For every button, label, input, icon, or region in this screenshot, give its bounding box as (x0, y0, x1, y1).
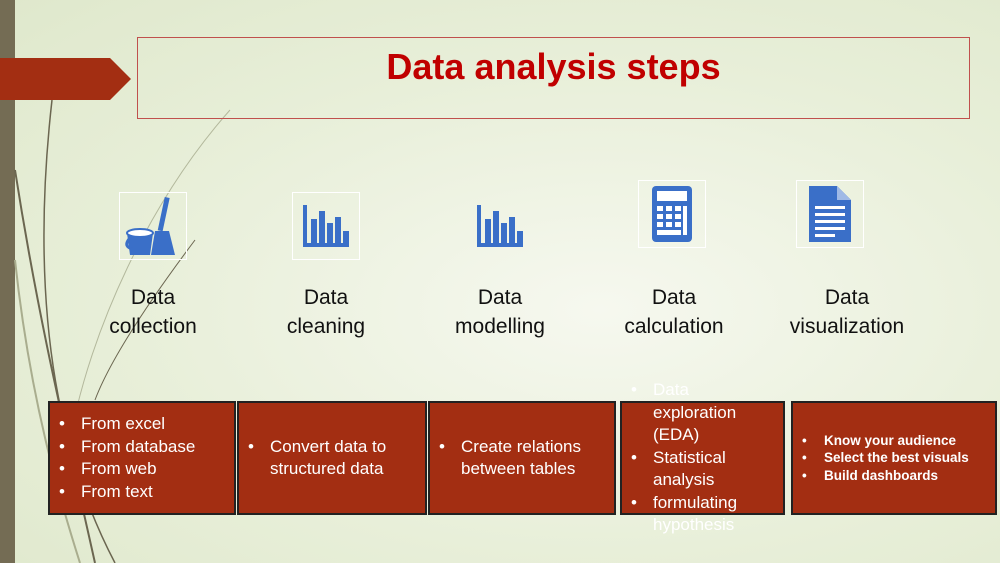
title-box: Data analysis steps (137, 37, 970, 119)
step-label-line: visualization (789, 315, 905, 338)
step-label-line: modelling (455, 315, 545, 338)
step-label-line: calculation (624, 315, 724, 338)
bullet-item: From web (50, 458, 234, 481)
title-arrow-shape (0, 58, 131, 100)
bar-chart-icon (466, 192, 534, 260)
bullet-item: Select the best visuals (793, 449, 995, 467)
bullet-item: Data exploration (EDA) (622, 379, 772, 447)
modelling-details-box: Create relations between tables (428, 401, 616, 515)
bar-chart-icon (292, 192, 360, 260)
bullet-item: Build dashboards (793, 467, 995, 485)
step-label-modelling: Data modelling (400, 283, 600, 341)
step-label-line: Data (130, 286, 176, 309)
bullet-item: From text (50, 481, 234, 504)
step-label-line: Data (477, 286, 523, 309)
bullet-item: Create relations between tables (430, 436, 614, 481)
document-icon (796, 180, 864, 248)
step-label-line: Data (824, 286, 870, 309)
step-label-line: cleaning (286, 315, 366, 338)
bullet-item: Know your audience (793, 432, 995, 450)
step-label-line: collection (109, 315, 197, 338)
bucket-mop-icon (119, 192, 187, 260)
cleaning-details-box: Convert data to structured data (237, 401, 427, 515)
page-title: Data analysis steps (386, 46, 721, 87)
step-label-line: Data (651, 286, 697, 309)
bullet-item: From database (50, 436, 234, 459)
step-label-line: Data (303, 286, 349, 309)
bullet-item: Convert data to structured data (239, 436, 425, 481)
calculation-details-box: Data exploration (EDA) Statistical analy… (620, 379, 785, 534)
step-label-calculation: Data calculation (574, 283, 774, 341)
step-label-cleaning: Data cleaning (226, 283, 426, 341)
calculator-icon (638, 180, 706, 248)
bullet-item: formulating hypothesis (622, 492, 772, 537)
step-label-visualization: Data visualization (747, 283, 947, 341)
step-label-collection: Data collection (53, 283, 253, 341)
visualization-details-box: Know your audience Select the best visua… (791, 401, 997, 515)
collection-details-box: From excel From database From web From t… (48, 401, 236, 515)
bullet-item: From excel (50, 413, 234, 436)
bullet-item: Statistical analysis (622, 447, 772, 492)
left-accent-bar (0, 0, 15, 563)
